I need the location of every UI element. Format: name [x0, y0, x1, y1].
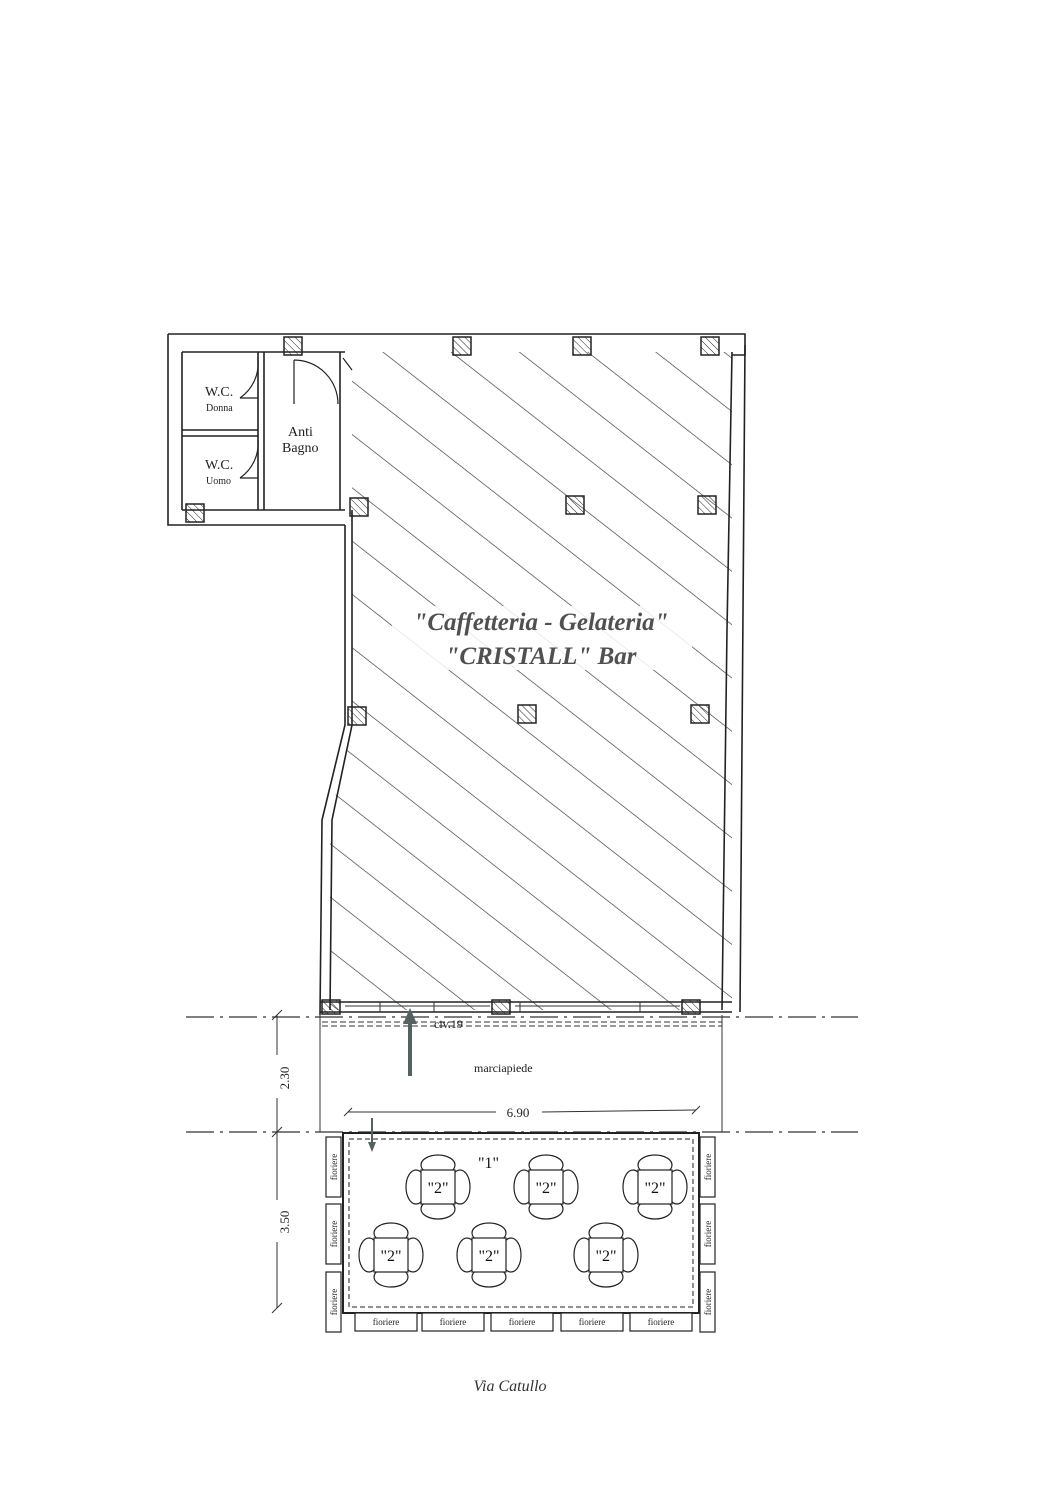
planter-label: fioriere: [329, 1289, 339, 1315]
door-swings: [239, 357, 353, 479]
anti-bagno-line1: Anti: [288, 425, 313, 440]
planter: fioriere: [325, 1271, 342, 1333]
sidewalk-label: marciapiede: [474, 1061, 533, 1075]
terrace-arrow: [368, 1118, 376, 1152]
table-label: "2": [595, 1248, 616, 1265]
planter: fioriere: [699, 1203, 716, 1265]
bar-name: "Caffetteria - Gelateria" "CRISTALL" Bar: [392, 606, 692, 670]
sidewalk-width-text: 6.90: [507, 1105, 530, 1120]
terrace-depth-text: 3.50: [277, 1211, 292, 1234]
sidewalk-depth-text: 2.30: [277, 1067, 292, 1090]
table-label: "2": [535, 1180, 556, 1197]
bar-name-line2: "CRISTALL" Bar: [445, 643, 636, 670]
table: [588, 1237, 624, 1273]
table-set: "2": [622, 1154, 688, 1220]
anti-bagno-line2: Bagno: [282, 441, 319, 456]
wc-donna-title: W.C.: [205, 385, 233, 400]
planter: fioriere: [490, 1312, 554, 1332]
planter: fioriere: [421, 1312, 485, 1332]
planter: fioriere: [699, 1271, 716, 1333]
planter-label: fioriere: [703, 1221, 713, 1247]
table-label: "2": [478, 1248, 499, 1265]
table-label: "2": [644, 1180, 665, 1197]
planter-label: fioriere: [329, 1221, 339, 1247]
table-set: "2": [456, 1222, 522, 1288]
wc-donna-sub: Donna: [206, 403, 233, 414]
planter-label: fioriere: [509, 1317, 535, 1327]
planter: fioriere: [560, 1312, 624, 1332]
planter: fioriere: [354, 1312, 418, 1332]
sidewalk: [319, 1015, 723, 1132]
planter: fioriere: [699, 1136, 716, 1198]
bar-room: [330, 352, 732, 1010]
table: [420, 1169, 456, 1205]
table-set: "2": [573, 1222, 639, 1288]
planter-label: fioriere: [703, 1289, 713, 1315]
table-set: "2": [513, 1154, 579, 1220]
planters: fioriere fioriere fioriere fioriere fioriere…: [325, 1136, 716, 1333]
columns: [185, 336, 720, 1015]
planter-label: fioriere: [648, 1317, 674, 1327]
bar-name-line1: "Caffetteria - Gelateria": [413, 609, 668, 636]
tables: "2" "2" "2" "2" "2" "2": [358, 1154, 688, 1288]
facade-windows: [345, 1002, 680, 1012]
wc-uomo-title: W.C.: [205, 458, 233, 473]
table: [471, 1237, 507, 1273]
terrace-area-label: "1": [478, 1155, 499, 1172]
planter-label: fioriere: [329, 1154, 339, 1180]
table-label: "2": [380, 1248, 401, 1265]
table: [637, 1169, 673, 1205]
planter: fioriere: [325, 1203, 342, 1265]
civic-number: civ.19: [434, 1017, 463, 1031]
sidewalk-width-dimension: [343, 1105, 701, 1117]
vertical-dimensions: [271, 1009, 283, 1314]
entrance-arrow: [403, 1008, 417, 1076]
planter-label: fioriere: [373, 1317, 399, 1327]
planter: fioriere: [325, 1136, 342, 1198]
table: [528, 1169, 564, 1205]
table-set: "2": [405, 1154, 471, 1220]
table-set: "2": [358, 1222, 424, 1288]
wc-uomo-sub: Uomo: [206, 476, 231, 487]
planter: fioriere: [629, 1312, 693, 1332]
planter-label: fioriere: [579, 1317, 605, 1327]
table: [373, 1237, 409, 1273]
walls: [167, 333, 746, 1016]
street-name: Via Catullo: [473, 1378, 546, 1395]
table-label: "2": [427, 1180, 448, 1197]
planter-label: fioriere: [703, 1154, 713, 1180]
planter-label: fioriere: [440, 1317, 466, 1327]
